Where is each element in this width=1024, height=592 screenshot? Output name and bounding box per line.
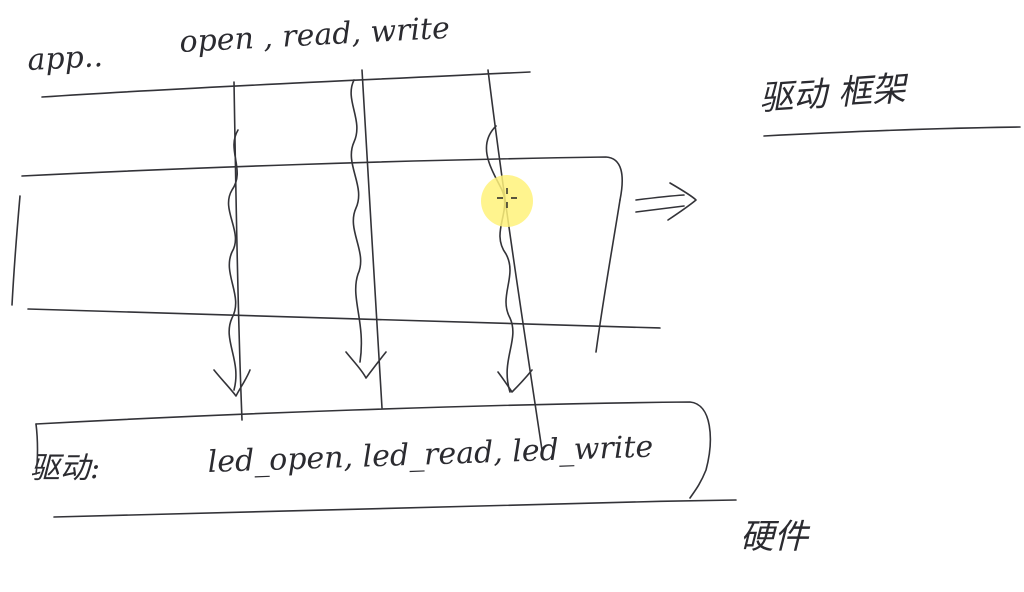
framework-box-top (21, 156, 623, 201)
hardware-boundary-line (53, 499, 737, 518)
app-label: app.. (27, 39, 104, 78)
framework-box-bottom (27, 308, 661, 329)
framework-label: 驱动 框架 (758, 69, 911, 119)
cursor-highlight-spot (481, 175, 533, 227)
app-underline (41, 71, 531, 98)
call-line-read (345, 69, 387, 409)
app-calls-label: open , read, write (179, 11, 451, 60)
call-line-write (485, 69, 543, 451)
framework-pointer-arrow (635, 182, 697, 221)
framework-box-left (11, 195, 21, 306)
driver-funcs-label: led_open, led_read, led_write (207, 429, 654, 480)
driver-box-left (35, 423, 39, 475)
hardware-label: 硬件 (740, 517, 811, 557)
driver-label: 驱动: (30, 451, 100, 486)
driver-box-top (35, 401, 712, 499)
crosshair-cursor-icon (497, 188, 517, 208)
cursor-highlight (481, 175, 533, 227)
framework-box-right (595, 199, 621, 353)
call-line-open (213, 81, 251, 421)
framework-underline (763, 126, 1021, 137)
